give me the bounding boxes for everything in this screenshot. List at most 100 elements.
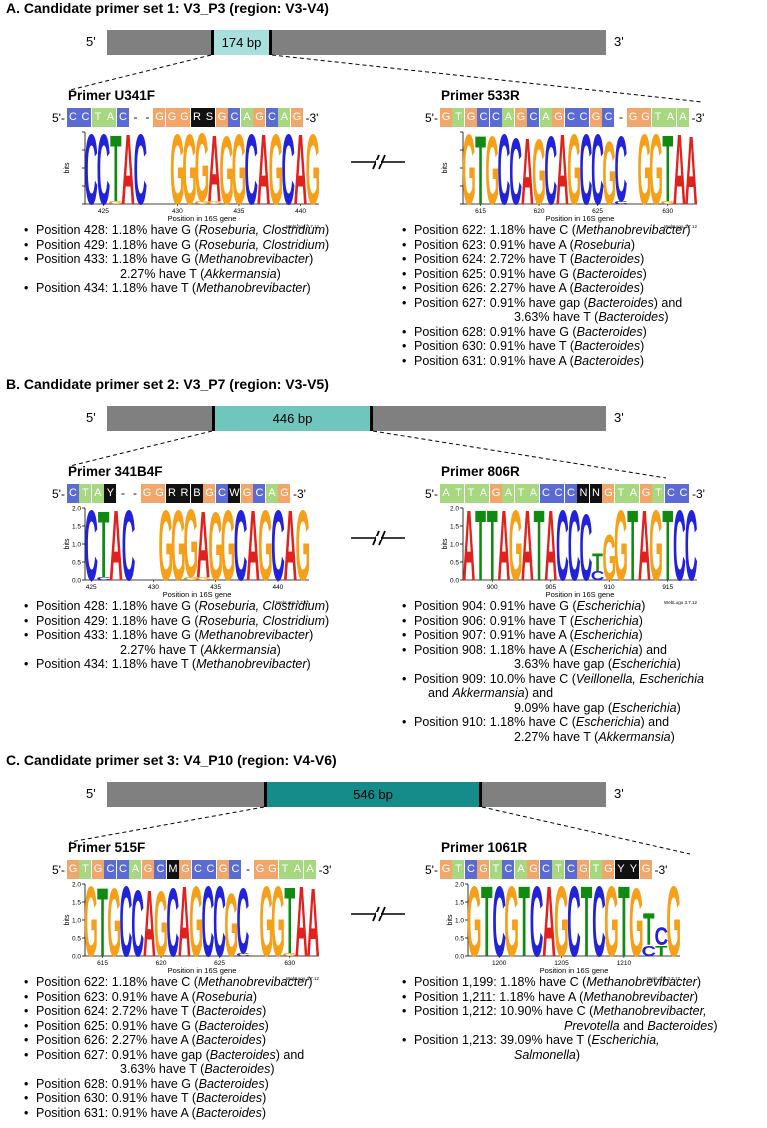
- x-tick-label: 430: [148, 584, 159, 591]
- logo-letter: A: [544, 491, 557, 602]
- sequence-base: Y: [614, 860, 627, 879]
- sequence-base: G: [639, 484, 652, 503]
- logo-letter: C: [685, 491, 698, 602]
- sequence-base: G: [439, 860, 452, 879]
- logo-letter: G: [207, 201, 222, 206]
- list-item: Position 628: 0.91% have G (Bacteroides): [22, 1077, 397, 1092]
- logo-letter: C: [579, 115, 592, 226]
- sequence-base: A: [91, 484, 104, 503]
- list-item: Position 910: 1.18% have C (Escherichia)…: [400, 715, 765, 744]
- sequence-base: G: [266, 860, 279, 879]
- note-text: Position 622: 1.18% have C (: [36, 975, 198, 989]
- sequence-base: C: [265, 108, 278, 127]
- x-tick-label: 615: [97, 960, 108, 967]
- sequence-base: W: [228, 484, 241, 503]
- sequence-base: A: [129, 860, 142, 879]
- logo-letter: C: [591, 115, 604, 226]
- sequence-base: T: [652, 484, 665, 503]
- sequence-base: C: [253, 484, 266, 503]
- logo-letter: G: [219, 115, 234, 225]
- note-text: Position 626: 2.27% have A (: [414, 281, 574, 295]
- logo-letter: A: [178, 867, 191, 978]
- note-text: Position 1,212: 10.90% have C (: [414, 1004, 594, 1018]
- note-text: Position 434: 1.18% have T (: [36, 657, 197, 671]
- sequence-base: T: [452, 860, 465, 879]
- logo-letter: G: [189, 867, 203, 978]
- sequence-base: B: [190, 484, 203, 503]
- list-item: Position 434: 1.18% have T (Methanobrevi…: [22, 657, 397, 672]
- logo-letter: G: [271, 867, 285, 978]
- y-tick-label: 2.0: [72, 882, 81, 889]
- note-text: Position 631: 0.91% have A (: [36, 1105, 196, 1120]
- sequence-base: G: [253, 108, 266, 127]
- logo-letter: T: [487, 491, 498, 602]
- sequence-base: M: [166, 860, 179, 879]
- note-text: 3.63% have T (: [514, 310, 599, 324]
- note-text: Position 433: 1.18% have G (: [36, 628, 199, 642]
- sequence-base: A: [477, 484, 490, 503]
- note-text: Position 630: 0.91% have T (: [36, 1091, 197, 1105]
- sequence-base: R: [178, 484, 191, 503]
- sequence-base: R: [190, 108, 203, 127]
- sequence-base: A: [278, 108, 291, 127]
- logo-letter: G: [306, 115, 321, 226]
- logo-letter: C: [84, 491, 98, 602]
- taxon-name: Methanobrevibacter,: [593, 1004, 707, 1018]
- amplicon-region: 546 bp: [264, 782, 482, 807]
- list-item: Position 626: 2.27% have A (Bacteroides): [22, 1033, 397, 1048]
- logo-letter: G: [629, 867, 644, 977]
- logo-letter: C: [567, 867, 581, 978]
- logo-letter: C: [134, 115, 147, 226]
- taxon-name: Methanobrevibacter: [583, 989, 694, 1004]
- taxon-name: Bacteroides: [647, 1018, 714, 1033]
- sequence-base: C: [564, 860, 577, 879]
- y-tick-label: 1.5: [72, 524, 81, 531]
- note-text: ): [262, 1004, 267, 1018]
- note-text: ): [325, 237, 330, 252]
- logo-letter: G: [554, 867, 569, 978]
- logo-letter: C: [96, 577, 111, 582]
- note-text: 2.27% have T (: [120, 642, 205, 657]
- list-item: Position 623: 0.91% have A (Roseburia): [400, 238, 765, 253]
- logo-letter: C: [236, 952, 250, 957]
- logo-letter: C: [498, 115, 511, 226]
- x-tick-label: 625: [592, 208, 603, 215]
- logo-letter: G: [154, 874, 168, 977]
- logo-letter: G: [602, 523, 616, 595]
- logo-letter: G: [604, 867, 619, 978]
- primer-name: Primer 515F: [68, 840, 146, 855]
- logo-letter: G: [532, 122, 546, 225]
- list-item: Position 1,212: 10.90% have C (Methanobr…: [400, 1004, 765, 1033]
- logo-letter: G: [259, 867, 273, 978]
- sequence-base: G: [489, 484, 502, 503]
- sequence-base: G: [464, 108, 477, 127]
- taxon-name: Methanobrevibacter: [586, 975, 697, 989]
- logo-letter: A: [109, 491, 123, 602]
- list-item: Position 628: 0.91% have G (Bacteroides): [400, 325, 765, 340]
- panel-title: C. Candidate primer set 3: V4_P10 (regio…: [6, 752, 337, 768]
- sequence-base: G: [552, 108, 565, 127]
- logo-letter: A: [143, 871, 156, 977]
- sequence-base: C: [564, 484, 577, 503]
- note-text: ): [276, 266, 281, 281]
- logo-letter: G: [269, 115, 284, 226]
- sequence-base: G: [602, 484, 615, 503]
- logo-letter: C: [654, 923, 668, 951]
- logo-letter: G: [224, 874, 238, 975]
- logo-letter: G: [462, 115, 476, 226]
- logo-letter: G: [467, 867, 482, 978]
- x-axis-label: Position in 16S gene: [546, 214, 615, 223]
- logo-letter: G: [485, 116, 499, 225]
- list-item: Position 627: 0.91% have gap (Bacteroide…: [22, 1048, 397, 1077]
- note-text: ): [306, 281, 311, 295]
- logo-letter: G: [614, 491, 628, 602]
- x-tick-label: 910: [604, 584, 615, 591]
- sequence-base: S: [203, 108, 216, 127]
- x-tick-label: 425: [98, 208, 109, 215]
- note-text: ): [252, 989, 257, 1004]
- y-tick-label: 1.0: [455, 918, 464, 925]
- note-text: 3.63% have gap (: [514, 657, 612, 671]
- sequence-base: C: [564, 108, 577, 127]
